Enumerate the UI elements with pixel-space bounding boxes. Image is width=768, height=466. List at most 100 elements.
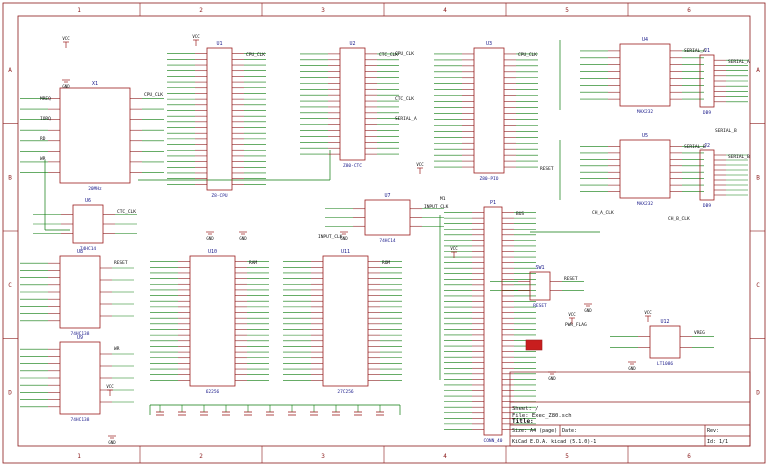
- component-reference: U6: [85, 198, 91, 204]
- connector-block: [525, 339, 543, 351]
- component-body: [322, 255, 369, 387]
- net-label: MREQ: [40, 96, 51, 102]
- component-value: CONN_40: [484, 438, 503, 444]
- vcc-label: VCC: [62, 36, 70, 41]
- title-block-rev: Rev:: [707, 428, 719, 434]
- component-value: Z8-CPU: [211, 193, 228, 199]
- component-u4: [608, 43, 682, 107]
- component-net-label: CPU_CLK: [144, 92, 163, 98]
- component-net-label: CPU_CLK: [518, 52, 537, 58]
- component-net-label: SERIAL_A: [684, 48, 706, 54]
- component-u11: [311, 255, 380, 387]
- component-net-label: ROM: [382, 260, 390, 266]
- component-reference: U11: [341, 249, 350, 255]
- gnd-label: GND: [584, 308, 592, 313]
- net-label: INPUT_CLK: [318, 234, 343, 240]
- gnd-label: GND: [62, 84, 70, 89]
- title-block-border: [509, 371, 751, 447]
- component-reference: J2: [704, 143, 710, 149]
- component-value: 74HC14: [379, 238, 396, 244]
- net-label: M1: [440, 196, 446, 202]
- component-body: [59, 87, 131, 184]
- component-u8: [48, 255, 112, 329]
- component-net-label: RAM: [249, 260, 257, 266]
- component-value: Z80-CTC: [343, 163, 362, 169]
- title-block-file: File: Exec_Z80.sch: [512, 413, 572, 419]
- component-reference: X1: [92, 81, 98, 87]
- vcc-label: VCC: [416, 162, 424, 167]
- title-block-size: Size: A4 (page): [512, 428, 557, 434]
- component-body: [473, 47, 505, 174]
- net-label: RESET: [540, 166, 554, 172]
- frame-inner: [17, 15, 751, 447]
- wires: [20, 40, 748, 430]
- component-reference: U12: [660, 319, 669, 325]
- component-value: 27C256: [337, 389, 354, 395]
- net-labels: CPU_CLKCTC_CLKRESETINPUT_CLKCH_A_CLKCH_B…: [40, 51, 737, 328]
- component-reference: U1: [216, 41, 222, 47]
- net-label: CTC_CLK: [395, 96, 414, 102]
- vcc-label: VCC: [450, 246, 458, 251]
- component-u5: [608, 139, 682, 199]
- component-u1: [195, 47, 244, 191]
- component-reference: U10: [208, 249, 217, 255]
- frame-column-mark: 4: [443, 7, 447, 14]
- component-u2: [328, 47, 377, 161]
- net-label: CH_A_CLK: [592, 210, 614, 216]
- component-reference: P1: [490, 200, 496, 206]
- vcc-label: VCC: [192, 34, 200, 39]
- component-body: [364, 199, 411, 236]
- component-value: Z80-PIO: [480, 176, 499, 182]
- frame-row-mark: A: [8, 67, 12, 74]
- component-value: 74HC14: [80, 246, 97, 252]
- component-j2: [699, 149, 726, 201]
- gnd-label: GND: [628, 366, 636, 371]
- component-reference: SW1: [535, 265, 544, 271]
- component-reference: U5: [642, 133, 648, 139]
- frame-column-mark: 2: [199, 453, 203, 460]
- component-value: 74HC138: [71, 331, 90, 337]
- net-label: IORQ: [40, 116, 51, 122]
- component-body: [189, 255, 236, 387]
- frame-column-mark: 1: [77, 453, 81, 460]
- component-value: RESET: [533, 303, 547, 309]
- frame-row-mark: B: [756, 174, 760, 181]
- frame-row-mark: D: [756, 389, 760, 396]
- component-net-label: RESET: [114, 260, 128, 266]
- frame-column-mark: 3: [321, 7, 325, 14]
- component-net-label: VREG: [694, 330, 705, 336]
- title-block-sheet: Sheet: /: [512, 406, 539, 412]
- component-reference: U7: [384, 193, 390, 199]
- component-net-label: SERIAL_B: [728, 154, 750, 160]
- gnd-label: GND: [108, 440, 116, 445]
- component-body: [529, 271, 551, 301]
- gnd-label: GND: [239, 236, 247, 241]
- frame-column-mark: 6: [687, 453, 691, 460]
- net-label: SERIAL_A: [395, 116, 417, 122]
- frame-column-mark: 5: [565, 453, 569, 460]
- component-value: 74HC138: [71, 417, 90, 423]
- component-net-label: SERIAL_A: [728, 59, 750, 65]
- net-label: CPU_CLK: [395, 51, 414, 57]
- component-body: [619, 43, 671, 107]
- component-value: MAX232: [637, 201, 654, 207]
- component-net-label: RESET: [564, 276, 578, 282]
- component-body: [59, 255, 101, 329]
- component-labels: X120MHzCPU_CLKU1Z8-CPUCPU_CLKU2Z80-CTCCT…: [71, 37, 750, 444]
- title-block-title: Title:: [512, 418, 534, 425]
- frame-column-mark: 1: [77, 7, 81, 14]
- component-reference: U4: [642, 37, 648, 43]
- gnd-label: GND: [548, 376, 556, 381]
- component-net-label: INPUT_CLK: [424, 204, 449, 210]
- frame-column-mark: 3: [321, 453, 325, 460]
- component-body: [339, 47, 366, 161]
- component-reference: U9: [77, 335, 83, 341]
- component-u3: [462, 47, 516, 174]
- component-body: [72, 204, 104, 244]
- gnd-label: GND: [206, 236, 214, 241]
- component-u6: [61, 204, 115, 244]
- component-body: [59, 341, 101, 415]
- vcc-label: VCC: [644, 310, 652, 315]
